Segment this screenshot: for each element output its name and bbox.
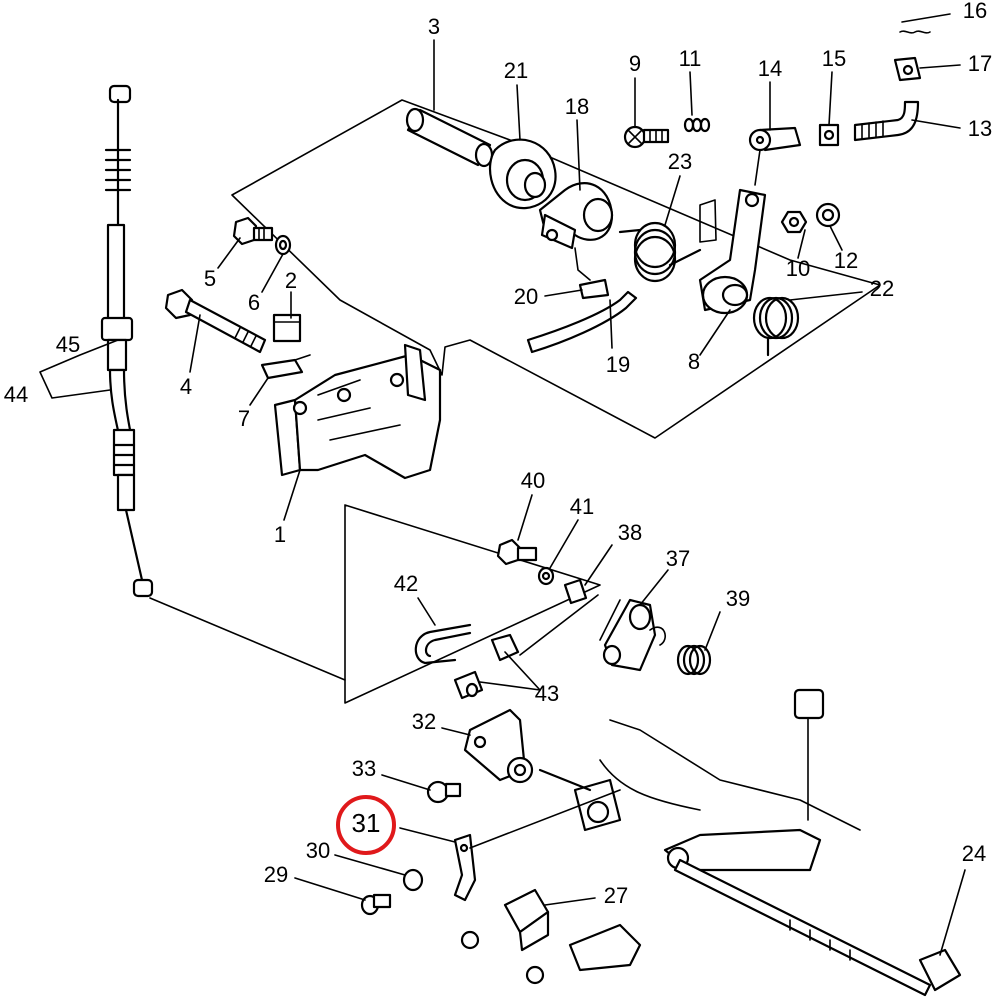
part-24-shaft bbox=[673, 688, 962, 997]
throttle-cable bbox=[100, 84, 346, 681]
callout-8: 8 bbox=[688, 349, 700, 374]
cable-sleeve bbox=[106, 338, 128, 372]
part-16-wire bbox=[899, 30, 931, 34]
part-29-bolt bbox=[360, 893, 392, 916]
highlight-circle bbox=[336, 795, 396, 855]
part-6-washer bbox=[274, 234, 292, 256]
part-1-bracket bbox=[273, 343, 442, 480]
part-2-block bbox=[272, 313, 302, 343]
part-15-nut bbox=[818, 123, 840, 147]
part-5-bolt bbox=[232, 216, 274, 246]
part-27-block bbox=[460, 888, 550, 952]
callout-44: 44 bbox=[4, 382, 28, 407]
part-13-hose bbox=[853, 100, 920, 142]
part-17-clip bbox=[893, 56, 922, 82]
callout-15: 15 bbox=[822, 46, 846, 71]
lower-housing bbox=[538, 719, 861, 872]
callout-29: 29 bbox=[264, 862, 288, 887]
callout-21: 21 bbox=[504, 58, 528, 83]
callout-12: 12 bbox=[834, 248, 858, 273]
callout-33: 33 bbox=[352, 756, 376, 781]
part-40-bolt bbox=[496, 538, 538, 566]
callout-5: 5 bbox=[204, 266, 216, 291]
part-43-clips bbox=[453, 633, 520, 700]
callout-labels: 3 21 18 9 11 14 15 16 17 13 23 10 12 22 … bbox=[4, 0, 992, 908]
cable-rod bbox=[106, 223, 126, 322]
leader-lines bbox=[39, 13, 966, 956]
callout-45: 45 bbox=[56, 332, 80, 357]
part-23-spring bbox=[618, 221, 702, 283]
callout-38: 38 bbox=[618, 520, 642, 545]
callout-22: 22 bbox=[870, 276, 894, 301]
part-20-clip bbox=[574, 247, 610, 300]
upper-group-outline bbox=[231, 99, 881, 439]
callout-11: 11 bbox=[679, 46, 702, 71]
part-39-spring bbox=[676, 644, 712, 676]
part-18-cam bbox=[538, 182, 614, 250]
callout-23: 23 bbox=[668, 149, 692, 174]
callout-16: 16 bbox=[963, 0, 987, 23]
callout-19: 19 bbox=[606, 352, 630, 377]
callout-39: 39 bbox=[726, 586, 750, 611]
callout-9: 9 bbox=[629, 51, 641, 76]
part-33-bolt bbox=[426, 780, 462, 804]
part-37-lever bbox=[602, 598, 666, 672]
callout-1: 1 bbox=[274, 522, 286, 547]
part-12-bushing bbox=[815, 202, 841, 228]
callout-10: 10 bbox=[786, 256, 810, 281]
callout-18: 18 bbox=[565, 94, 589, 119]
cable-nut bbox=[100, 316, 134, 342]
cable-fitting bbox=[112, 428, 136, 477]
callout-40: 40 bbox=[521, 468, 545, 493]
part-32-lever bbox=[463, 708, 534, 784]
callout-42: 42 bbox=[394, 571, 418, 596]
cable-end-piece bbox=[132, 578, 154, 598]
cable-end-cap bbox=[108, 84, 132, 104]
part-41-washer bbox=[537, 566, 555, 586]
callout-3: 3 bbox=[428, 14, 440, 39]
callout-32: 32 bbox=[412, 709, 436, 734]
part-30-washer bbox=[402, 868, 424, 892]
part-7-clip bbox=[260, 354, 311, 380]
callout-14: 14 bbox=[758, 56, 782, 81]
part-26-bracket bbox=[525, 923, 642, 985]
callout-17: 17 bbox=[968, 51, 992, 76]
callout-27: 27 bbox=[604, 883, 628, 908]
part-22-spring bbox=[752, 296, 800, 357]
part-19-rod bbox=[526, 290, 638, 354]
part-11-spring bbox=[683, 117, 711, 133]
callout-13: 13 bbox=[968, 116, 992, 141]
callout-24: 24 bbox=[962, 841, 986, 866]
part-14-link bbox=[748, 126, 802, 186]
part-38-pin bbox=[563, 578, 588, 605]
part-9-screw bbox=[623, 125, 670, 149]
callout-20: 20 bbox=[514, 284, 538, 309]
lower-group-outline bbox=[344, 504, 601, 704]
part-8-lever bbox=[698, 188, 767, 315]
callout-37: 37 bbox=[666, 546, 690, 571]
callout-30: 30 bbox=[306, 838, 330, 863]
part-4-long-bolt bbox=[164, 288, 267, 354]
part-31-bracket bbox=[453, 833, 477, 902]
callout-4: 4 bbox=[180, 374, 192, 399]
part-42-clip bbox=[414, 623, 472, 665]
callout-6: 6 bbox=[248, 290, 260, 315]
part-21-roller bbox=[488, 138, 557, 210]
callout-31: 31 bbox=[352, 808, 381, 838]
callout-41: 41 bbox=[570, 494, 594, 519]
callout-2: 2 bbox=[285, 268, 297, 293]
callout-43: 43 bbox=[535, 681, 559, 706]
part-10-nut bbox=[780, 210, 808, 234]
callout-7: 7 bbox=[238, 406, 250, 431]
